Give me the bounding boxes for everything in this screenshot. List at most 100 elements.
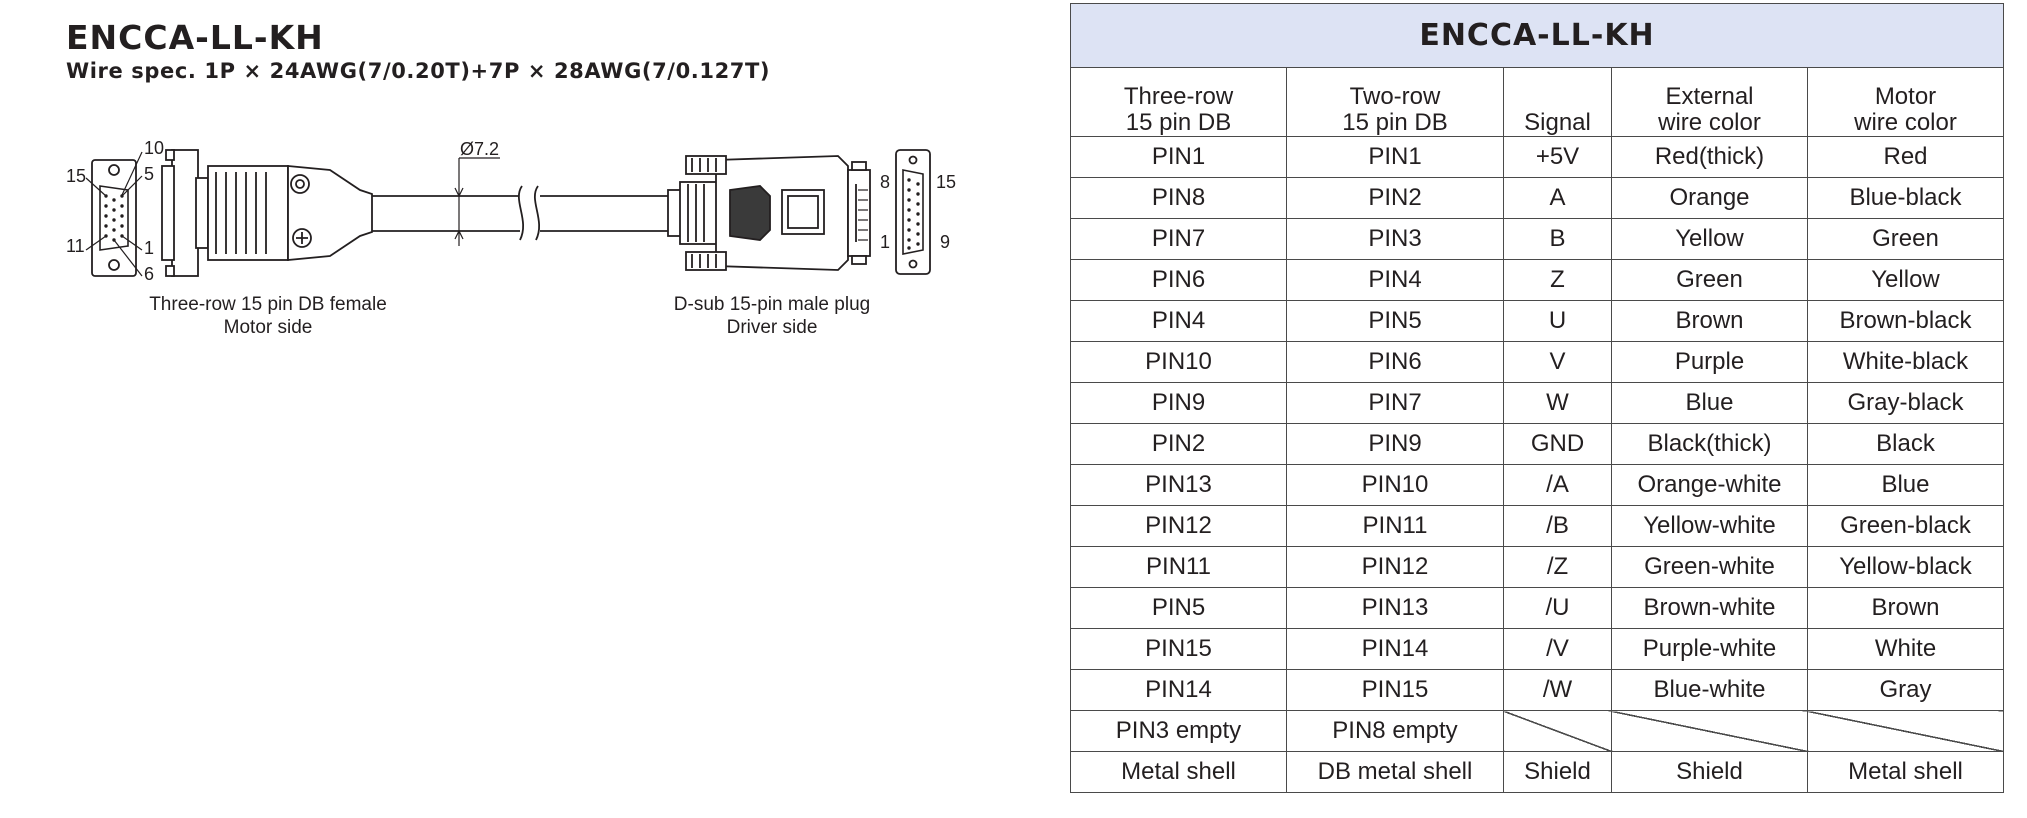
driver-connector [667, 149, 931, 275]
male-pin-dots [907, 178, 920, 250]
cell-two-row-pin: PIN14 [1286, 628, 1504, 670]
cell-motor-color: Green-black [1807, 505, 2004, 547]
cell-three-row-pin: PIN11 [1070, 546, 1287, 588]
cell-signal: Shield [1503, 751, 1612, 793]
table-row-empty-pins: PIN3 empty PIN8 empty [1070, 710, 2004, 752]
driver-pin-label: 1 [880, 232, 890, 252]
cell-external-color: Purple-white [1611, 628, 1808, 670]
cell-external-color: Purple [1611, 341, 1808, 383]
cable-diagram: 10 5 15 11 1 6 Three-row 15 pin DB femal… [66, 138, 956, 338]
cell-motor-color: White-black [1807, 341, 2004, 383]
table-row: PIN10 PIN6 V Purple White-black [1070, 341, 2004, 383]
page-title: ENCCA-LL-KH [66, 18, 324, 57]
table-row: PIN13 PIN10 /A Orange-white Blue [1070, 464, 2004, 506]
cell-motor-color-not-applicable [1807, 710, 2004, 752]
cell-two-row-pin: PIN13 [1286, 587, 1504, 629]
cell-external-color: Yellow-white [1611, 505, 1808, 547]
cell-signal: /A [1503, 464, 1612, 506]
driver-caption-line2: Driver side [727, 317, 818, 338]
cell-signal: V [1503, 341, 1612, 383]
cell-three-row-pin: PIN12 [1070, 505, 1287, 547]
cell-signal: GND [1503, 423, 1612, 465]
cell-three-row-pin: PIN14 [1070, 669, 1287, 711]
cell-external-color: Brown-white [1611, 587, 1808, 629]
table-row: PIN5 PIN13 /U Brown-white Brown [1070, 587, 2004, 629]
table-title: ENCCA-LL-KH [1070, 3, 2004, 68]
cell-signal: B [1503, 218, 1612, 260]
motor-connector [85, 149, 373, 277]
cell-three-row-pin: PIN3 empty [1070, 710, 1287, 752]
cell-external-color: Blue-white [1611, 669, 1808, 711]
cell-two-row-pin: PIN5 [1286, 300, 1504, 342]
motor-pin-labels: 10 5 15 11 1 6 [66, 138, 164, 284]
table-row: PIN8 PIN2 A Orange Blue-black [1070, 177, 2004, 219]
cell-motor-color: Metal shell [1807, 751, 2004, 793]
cell-signal: A [1503, 177, 1612, 219]
header-signal: Signal [1503, 67, 1612, 137]
driver-pin-label: 9 [940, 232, 950, 252]
cell-two-row-pin: PIN11 [1286, 505, 1504, 547]
cell-signal: Z [1503, 259, 1612, 301]
table-row: PIN1 PIN1 +5V Red(thick) Red [1070, 136, 2004, 178]
cell-two-row-pin: PIN8 empty [1286, 710, 1504, 752]
table-row: PIN15 PIN14 /V Purple-white White [1070, 628, 2004, 670]
cable-drawing-panel: ENCCA-LL-KH Wire spec. 1P × 24AWG(7/0.20… [66, 18, 956, 338]
motor-pin-label: 1 [144, 238, 154, 258]
cell-two-row-pin: PIN4 [1286, 259, 1504, 301]
cell-signal: W [1503, 382, 1612, 424]
cell-motor-color: Gray [1807, 669, 2004, 711]
cell-motor-color: Black [1807, 423, 2004, 465]
driver-pin-labels: 8 15 1 9 [880, 172, 956, 252]
cell-motor-color: Brown-black [1807, 300, 2004, 342]
cell-two-row-pin: PIN15 [1286, 669, 1504, 711]
cell-external-color: Yellow [1611, 218, 1808, 260]
motor-pin-label: 6 [144, 264, 154, 284]
female-pin-dots [104, 194, 124, 242]
cell-two-row-pin: PIN2 [1286, 177, 1504, 219]
cell-three-row-pin: PIN1 [1070, 136, 1287, 178]
cell-two-row-pin: PIN12 [1286, 546, 1504, 588]
cell-two-row-pin: PIN7 [1286, 382, 1504, 424]
cell-motor-color: Gray-black [1807, 382, 2004, 424]
table-row: PIN2 PIN9 GND Black(thick) Black [1070, 423, 2004, 465]
cell-external-color: Orange [1611, 177, 1808, 219]
cell-external-color: Black(thick) [1611, 423, 1808, 465]
cell-motor-color: Red [1807, 136, 2004, 178]
cable [372, 157, 676, 246]
cell-three-row-pin: PIN7 [1070, 218, 1287, 260]
table-row: PIN12 PIN11 /B Yellow-white Green-black [1070, 505, 2004, 547]
cell-two-row-pin: PIN9 [1286, 423, 1504, 465]
cell-signal: /Z [1503, 546, 1612, 588]
cell-three-row-pin: PIN5 [1070, 587, 1287, 629]
cell-signal: /U [1503, 587, 1612, 629]
cable-diameter-label: Ø7.2 [460, 139, 499, 159]
cell-signal: /W [1503, 669, 1612, 711]
cell-signal: /B [1503, 505, 1612, 547]
cell-external-color: Green [1611, 259, 1808, 301]
table-row: PIN14 PIN15 /W Blue-white Gray [1070, 669, 2004, 711]
cell-external-color: Brown [1611, 300, 1808, 342]
driver-pin-label: 15 [936, 172, 956, 192]
cell-external-color-not-applicable [1611, 710, 1808, 752]
driver-pin-label: 8 [880, 172, 890, 192]
cell-external-color: Blue [1611, 382, 1808, 424]
table-row: PIN4 PIN5 U Brown Brown-black [1070, 300, 2004, 342]
cell-external-color: Green-white [1611, 546, 1808, 588]
cell-signal: /V [1503, 628, 1612, 670]
cell-signal: +5V [1503, 136, 1612, 178]
table-row: PIN9 PIN7 W Blue Gray-black [1070, 382, 2004, 424]
cell-two-row-pin: PIN6 [1286, 341, 1504, 383]
cell-three-row-pin: PIN2 [1070, 423, 1287, 465]
driver-caption-line1: D-sub 15-pin male plug [674, 294, 870, 315]
cell-three-row-pin: PIN4 [1070, 300, 1287, 342]
cell-two-row-pin: PIN3 [1286, 218, 1504, 260]
cell-signal-not-applicable [1503, 710, 1612, 752]
cell-motor-color: Blue [1807, 464, 2004, 506]
cell-motor-color: White [1807, 628, 2004, 670]
motor-pin-label: 10 [144, 138, 164, 158]
cell-three-row-pin: PIN10 [1070, 341, 1287, 383]
